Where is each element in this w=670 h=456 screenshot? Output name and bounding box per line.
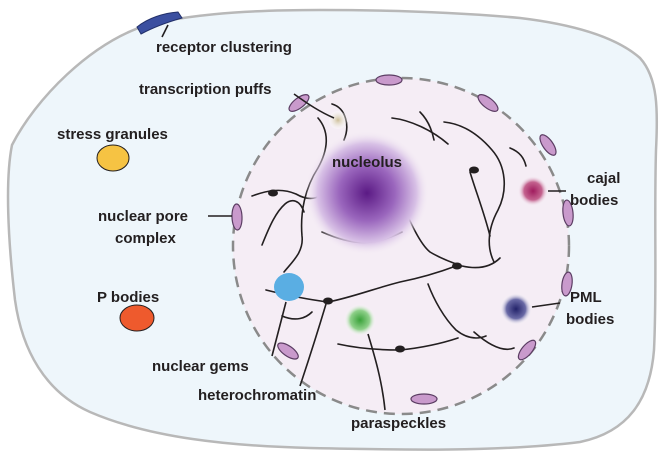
label-nuclear-gems: nuclear gems xyxy=(152,358,249,375)
label-p-bodies: P bodies xyxy=(97,289,159,306)
nuclear-pores xyxy=(231,74,574,405)
leader-lines xyxy=(161,24,566,411)
label-cajal-line1: cajal xyxy=(587,170,620,187)
cajal-body xyxy=(518,176,548,206)
label-nucleolus: nucleolus xyxy=(332,154,402,171)
label-transcription-puffs: transcription puffs xyxy=(139,81,272,98)
label-paraspeckles: paraspeckles xyxy=(351,415,446,432)
nucleolus-body xyxy=(305,131,429,255)
label-nuclear-pore-line1: nuclear pore xyxy=(98,208,188,225)
receptor-cluster-icon xyxy=(136,11,183,35)
label-nuclear-pore-line2: complex xyxy=(115,230,177,247)
label-receptor-clustering: receptor clustering xyxy=(156,39,292,56)
label-cajal-line2: bodies xyxy=(570,192,618,209)
label-heterochromatin: heterochromatin xyxy=(198,387,316,404)
heterochromatin-dots xyxy=(268,166,479,353)
nucleus xyxy=(231,76,571,416)
nuclear-gem-body xyxy=(274,273,304,301)
paraspeckle-body xyxy=(344,304,376,336)
label-pml-line2: bodies xyxy=(566,311,614,328)
label-pml-line1: PML xyxy=(570,289,602,306)
p-body xyxy=(119,304,155,332)
transcription-puff-body xyxy=(329,111,347,129)
label-stress-granules: stress granules xyxy=(57,126,168,143)
stress-granule xyxy=(96,144,130,172)
pml-body xyxy=(500,293,532,325)
